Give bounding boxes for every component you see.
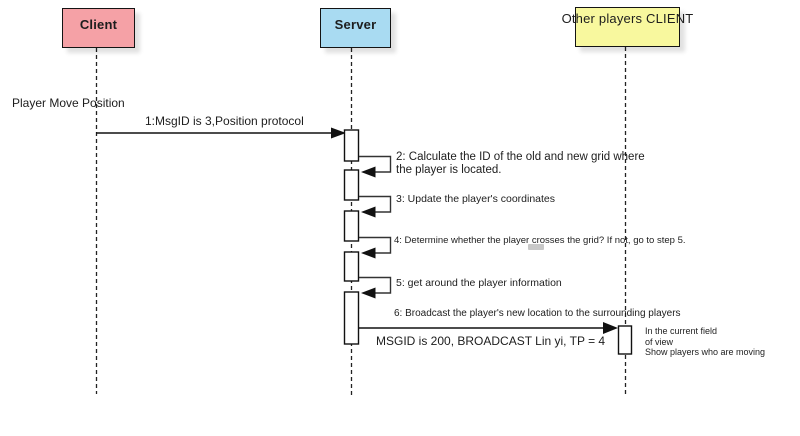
self-message-4-loop [359,236,392,254]
note-field-of-view-line1: In the current field [645,326,718,336]
message-5-label: 5: get around the player information [396,277,562,289]
note-show-players: Show players who are moving [645,347,766,357]
self-message-3-loop [359,195,392,213]
self-message-5-arrowhead [361,287,376,299]
self-message-2-arrowhead [361,166,376,178]
note-field-of-view-line2: of view [645,337,674,347]
activation-bar-1 [343,129,360,162]
activation-bar-2 [343,169,360,201]
actor-label-server: Server [334,17,377,32]
activation-bar-5 [343,291,360,345]
actor-label-other-players: Other players CLIENT [561,11,694,26]
message-1-arrowhead [331,127,346,139]
note-player-move-position: Player Move Position [12,96,125,110]
self-message-2-loop [359,155,392,173]
note-field-of-view: In the current field of view [645,326,765,348]
actor-label-client: Client [79,17,118,32]
self-message-3-arrowhead [361,206,376,218]
message-6-arrowhead [603,322,618,334]
self-message-5-loop [359,276,392,294]
message-3-label: 3: Update the player's coordinates [396,193,556,205]
message-2-label-line2: the player is located. [396,164,502,176]
actor-box-other-players: Other players CLIENT [562,7,693,47]
activation-bar-3 [343,210,360,242]
message-6-label: 6: Broadcast the player's new location t… [394,308,681,319]
message-1-label: 1:MsgID is 3,Position protocol [145,114,304,128]
message-2-label: 2: Calculate the ID of the old and new g… [396,151,676,177]
actor-box-client: Client [62,8,135,48]
note-broadcast-detail: MSGID is 200, BROADCAST Lin yi, TP = 4 [376,334,606,348]
message-4-label: 4: Determine whether the player crosses … [394,235,686,246]
activation-bar-4 [343,251,360,282]
smudge-artifact [528,244,544,250]
actor-box-server: Server [320,8,391,48]
activation-bar-other [617,325,633,355]
message-2-label-line1: 2: Calculate the ID of the old and new g… [396,151,645,163]
self-message-4-arrowhead [361,247,376,259]
